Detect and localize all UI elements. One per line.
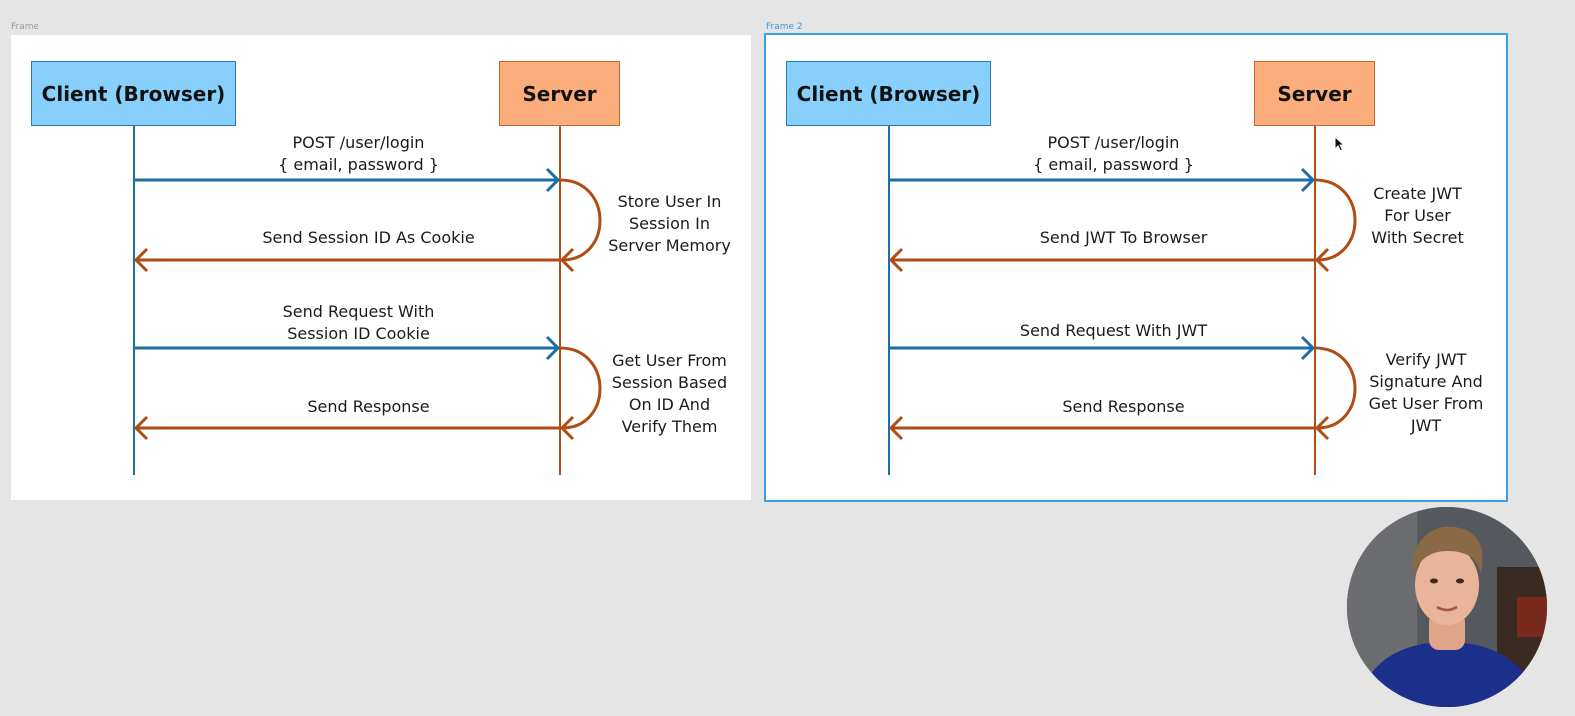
request-arrow-2: [889, 335, 1316, 361]
request-label-2[interactable]: Send Request With JWT: [1019, 321, 1208, 340]
server-process-loop-2: [1314, 346, 1357, 430]
request-label-1[interactable]: POST /user/login { email, password }: [278, 133, 439, 174]
server-step-label-2[interactable]: Verify JWT Signature And Get User From J…: [1368, 350, 1484, 435]
request-label-1[interactable]: POST /user/login { email, password }: [1033, 133, 1194, 174]
response-label-2[interactable]: Send Response: [1062, 397, 1185, 416]
frame-label[interactable]: Frame: [11, 22, 40, 32]
sequence-diagram-lines: [133, 125, 602, 475]
server-box[interactable]: Server: [1254, 61, 1375, 126]
response-arrow-1: [888, 247, 1315, 273]
server-box[interactable]: Server: [499, 61, 620, 126]
response-arrow-1: [133, 247, 560, 273]
frame-label[interactable]: Frame 2: [766, 22, 803, 32]
frame-session-auth[interactable]: Client (Browser) Server POST /user/login…: [11, 35, 751, 500]
mouse-pointer-icon: [1334, 135, 1348, 157]
response-label-1[interactable]: Send JWT To Browser: [1039, 228, 1208, 247]
loop-arrowhead-1: [559, 247, 575, 273]
request-arrow-2: [134, 335, 561, 361]
response-arrow-2: [133, 415, 560, 441]
loop-arrowhead-2: [559, 415, 575, 441]
request-arrow-1: [889, 167, 1316, 193]
response-arrow-2: [888, 415, 1315, 441]
response-label-1[interactable]: Send Session ID As Cookie: [262, 228, 475, 247]
frame-jwt-auth[interactable]: Client (Browser) Server POST /user/login…: [764, 33, 1508, 502]
server-step-label-2[interactable]: Get User From Session Based On ID And Ve…: [611, 351, 728, 436]
request-arrow-1: [134, 167, 561, 193]
server-process-loop-1: [559, 178, 602, 262]
presenter-webcam-icon: [1347, 507, 1547, 707]
client-browser-box[interactable]: Client (Browser): [31, 61, 236, 126]
loop-arrowhead-1: [1314, 247, 1330, 273]
loop-arrowhead-2: [1314, 415, 1330, 441]
client-browser-box[interactable]: Client (Browser): [786, 61, 991, 126]
request-label-2[interactable]: Send Request With Session ID Cookie: [282, 302, 435, 343]
server-step-label-1[interactable]: Store User In Session In Server Memory: [608, 192, 731, 255]
server-process-loop-1: [1314, 178, 1357, 262]
sequence-diagram-lines: [888, 125, 1357, 475]
response-label-2[interactable]: Send Response: [307, 397, 430, 416]
server-process-loop-2: [559, 346, 602, 430]
server-step-label-1[interactable]: Create JWT For User With Secret: [1371, 184, 1464, 247]
